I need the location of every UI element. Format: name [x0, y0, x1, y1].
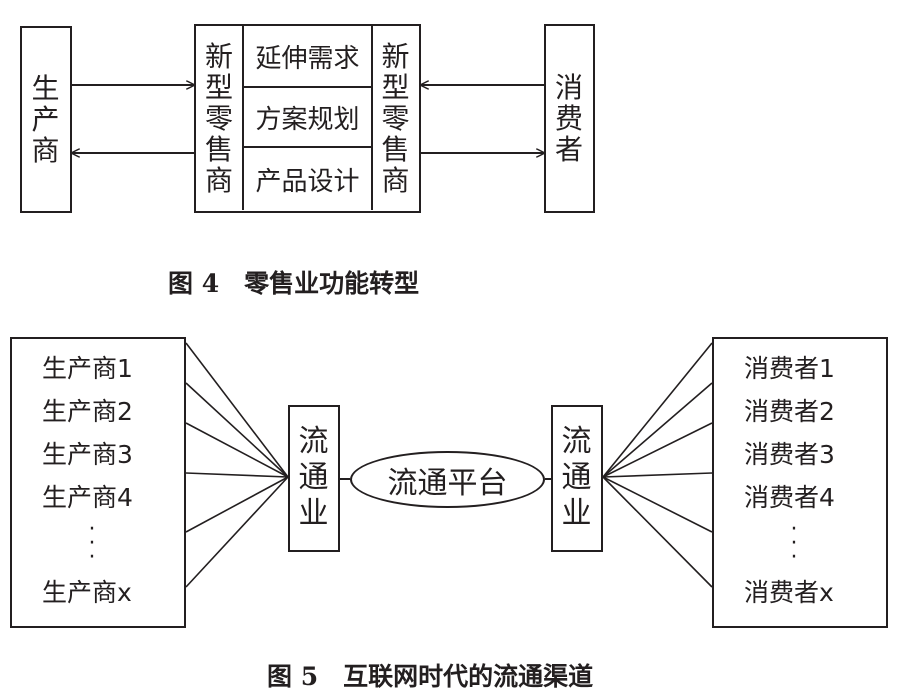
- producer-fan-lines: [185, 342, 289, 588]
- distribution-right-label: 流 通 业: [561, 424, 592, 531]
- ellipsis-dots: ···: [790, 517, 798, 570]
- consumer-item: 消费者2: [744, 397, 835, 426]
- new-retailer-right-label: 新 型 零 售 商: [371, 26, 418, 210]
- producer-item: 生产商1: [42, 354, 133, 383]
- producer-box: 生 产 商: [20, 26, 72, 213]
- consumers-list: 消费者1 消费者2 消费者3 消费者4 ··· 消费者x: [744, 347, 844, 614]
- figure-4-caption: 图 4 零售业功能转型: [168, 269, 420, 298]
- new-retailer-block: 新 型 零 售 商 延伸需求 方案规划 产品设计 新 型 零 售 商: [194, 24, 421, 213]
- producer-label: 生 产 商: [31, 71, 60, 167]
- function-product-design: 产品设计: [255, 166, 360, 197]
- producer-item: 生产商x: [42, 578, 132, 607]
- distribution-left-box: 流 通 业: [288, 405, 340, 552]
- ellipsis-dots: ···: [88, 517, 96, 570]
- consumer-item: 消费者1: [744, 354, 835, 383]
- producer-item: 生产商4: [42, 483, 133, 512]
- producers-box: 生产商1 生产商2 生产商3 生产商4 ··· 生产商x: [10, 337, 186, 628]
- consumer-fan-lines: [602, 342, 713, 588]
- figure-5-caption: 图 5 互联网时代的流通渠道: [267, 662, 594, 691]
- producers-list: 生产商1 生产商2 生产商3 生产商4 ··· 生产商x: [42, 347, 142, 614]
- function-extend-demand: 延伸需求: [244, 26, 371, 88]
- function-solution-planning: 方案规划: [244, 88, 371, 148]
- distribution-right-box: 流 通 业: [551, 405, 603, 552]
- consumer-box: 消 费 者: [544, 24, 595, 213]
- producer-item: 生产商2: [42, 397, 133, 426]
- platform-ellipse: 流通平台: [350, 451, 545, 508]
- distribution-left-label: 流 通 业: [298, 424, 329, 531]
- consumers-box: 消费者1 消费者2 消费者3 消费者4 ··· 消费者x: [712, 337, 888, 628]
- consumer-item: 消费者x: [744, 578, 834, 607]
- producer-item: 生产商3: [42, 440, 133, 469]
- new-retailer-left-label: 新 型 零 售 商: [196, 26, 244, 210]
- consumer-label: 消 费 者: [554, 70, 583, 166]
- consumer-item: 消费者4: [744, 483, 835, 512]
- consumer-item: 消费者3: [744, 440, 835, 469]
